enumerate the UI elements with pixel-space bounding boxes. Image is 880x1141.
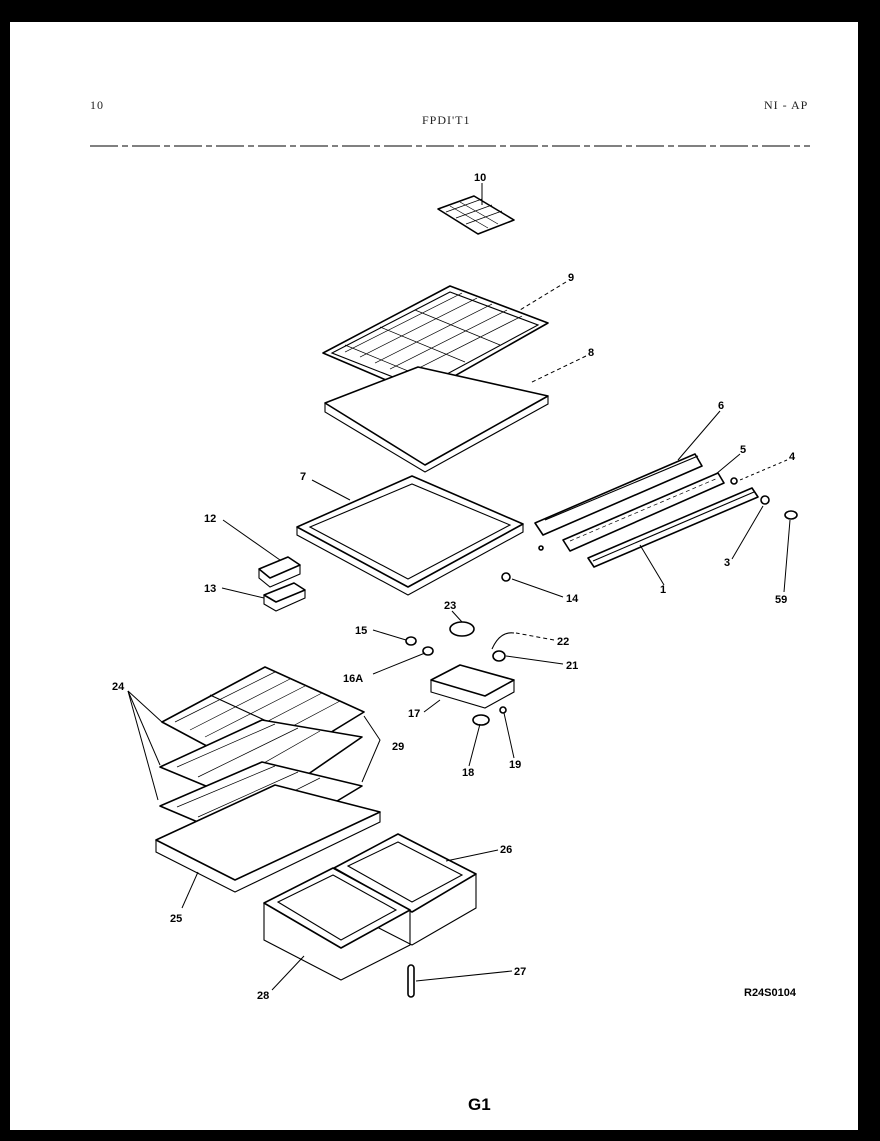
part-5-rail — [562, 472, 725, 552]
part-13-clip — [263, 582, 306, 612]
part-12-clip — [258, 556, 301, 588]
part-25-drawer-frame — [155, 784, 381, 893]
part-18-washer — [472, 714, 490, 726]
part-22-capillary — [491, 632, 515, 650]
part-label-13: 13 — [204, 583, 216, 595]
part-label-17: 17 — [408, 708, 420, 720]
part-label-12: 12 — [204, 513, 216, 525]
part-10-tray — [437, 195, 515, 235]
part-27-divider — [407, 964, 415, 998]
part-label-15: 15 — [355, 625, 367, 637]
part-label-8: 8 — [588, 347, 594, 359]
header-right: NI - AP — [764, 98, 809, 112]
part-label-10: 10 — [474, 172, 486, 184]
part-label-6: 6 — [718, 400, 724, 412]
part-1-rail — [587, 487, 759, 568]
part-label-18: 18 — [462, 767, 474, 779]
part-label-21: 21 — [566, 660, 578, 672]
part-7-crisper-cover — [296, 475, 524, 596]
part-23-knob — [449, 621, 475, 637]
part-label-4: 4 — [789, 451, 796, 463]
part-labels: 10 9 8 7 6 5 4 12 3 13 14 1 59 23 15 22 … — [112, 172, 796, 1002]
part-3-cam — [760, 495, 770, 505]
part-label-19: 19 — [509, 759, 521, 771]
page-label: G1 — [468, 1095, 491, 1114]
part-4-screw — [730, 477, 738, 485]
part-6-rail — [534, 453, 703, 536]
part-label-59: 59 — [775, 594, 787, 606]
part-label-29: 29 — [392, 741, 404, 753]
drawing-sheet — [10, 22, 858, 1130]
part-label-26: 26 — [500, 844, 512, 856]
part-label-5: 5 — [740, 444, 746, 456]
rail-screw — [538, 545, 544, 551]
part-19-screw — [499, 706, 507, 714]
part-label-24: 24 — [112, 681, 125, 693]
part-label-28: 28 — [257, 990, 269, 1002]
part-label-3: 3 — [724, 557, 730, 569]
part-label-22: 22 — [557, 636, 569, 648]
part-14-nut — [501, 572, 511, 582]
part-label-9: 9 — [568, 272, 574, 284]
part-28-crisper-drawer — [263, 867, 411, 981]
part-8-cover-panel — [324, 366, 549, 473]
part-label-7: 7 — [300, 471, 306, 483]
header-left: 10 — [90, 98, 104, 112]
part-label-23: 23 — [444, 600, 456, 612]
leader-lines — [127, 183, 791, 991]
part-label-16a: 16A — [343, 673, 363, 685]
header-model: FPDI'T1 — [422, 113, 471, 127]
part-15-bulb — [405, 636, 417, 646]
part-label-25: 25 — [170, 913, 182, 925]
part-17-housing — [430, 664, 515, 709]
part-21-control — [492, 650, 506, 662]
part-label-27: 27 — [514, 966, 526, 978]
part-59-clip — [784, 510, 798, 520]
part-label-1: 1 — [660, 584, 666, 596]
part-label-14: 14 — [566, 593, 579, 605]
diagram-code: R24S0104 — [744, 987, 796, 999]
part-16a-socket — [422, 646, 434, 656]
